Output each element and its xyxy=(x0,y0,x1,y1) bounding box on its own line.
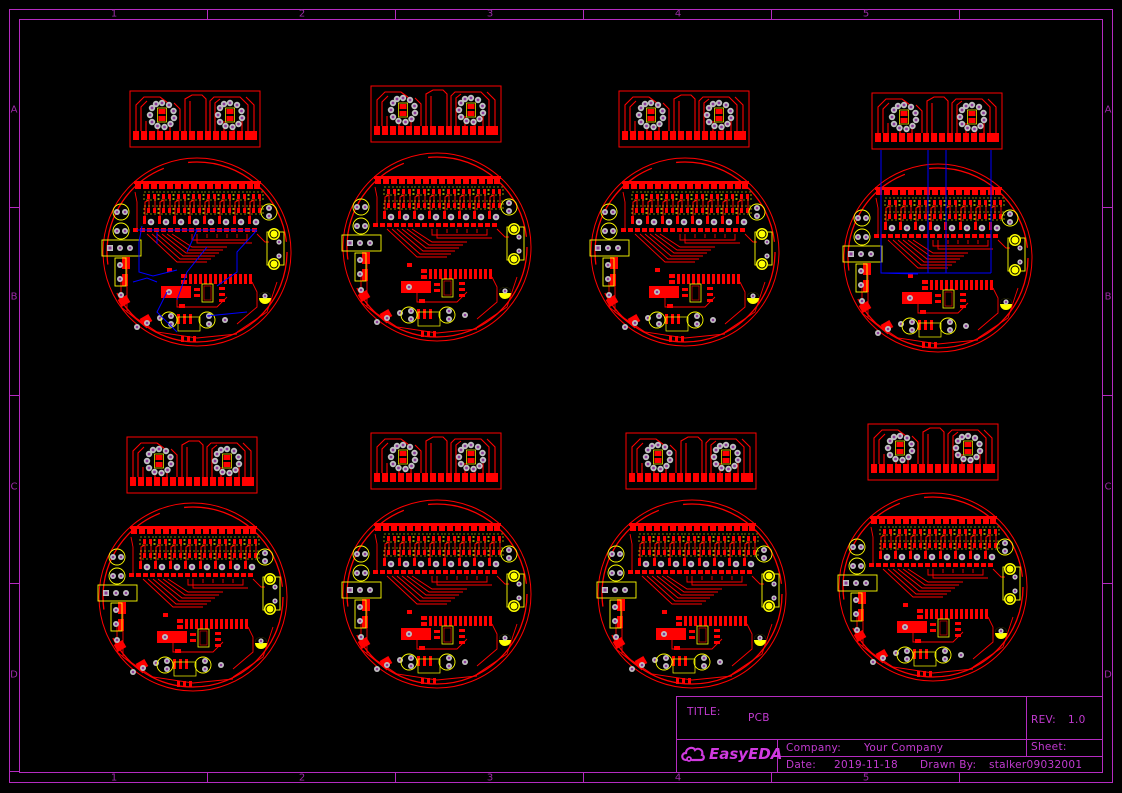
column-label-5: 5 xyxy=(862,8,870,20)
row-label-c-right: C xyxy=(1104,481,1112,493)
board-1[interactable] xyxy=(102,91,291,346)
row-label-b: B xyxy=(10,291,18,303)
column-label-1: 1 xyxy=(110,8,118,20)
rev-value: 1.0 xyxy=(1068,714,1086,726)
column-label-4: 4 xyxy=(674,8,682,20)
date-label: Date: xyxy=(786,759,817,771)
row-label-d-right: D xyxy=(1104,669,1112,681)
sheet-label: Sheet: xyxy=(1031,741,1067,753)
board-8[interactable] xyxy=(838,424,1027,681)
column-label-2-bottom: 2 xyxy=(298,772,306,784)
column-label-1-bottom: 1 xyxy=(110,772,118,784)
row-label-d: D xyxy=(10,669,18,681)
column-label-5-bottom: 5 xyxy=(862,772,870,784)
drawing-frame xyxy=(9,9,1113,783)
board-6[interactable] xyxy=(342,433,531,688)
company-value: Your Company xyxy=(864,742,944,754)
board-4[interactable] xyxy=(843,93,1032,352)
easyeda-logo: EasyEDA xyxy=(680,745,782,763)
column-label-2: 2 xyxy=(298,8,306,20)
column-label-4-bottom: 4 xyxy=(674,772,682,784)
title-value: PCB xyxy=(748,712,770,724)
row-label-a: A xyxy=(10,104,18,116)
logo-text: EasyEDA xyxy=(709,745,783,763)
company-label: Company: xyxy=(786,742,842,754)
row-label-b-right: B xyxy=(1104,291,1112,303)
cloud-icon xyxy=(681,746,705,762)
board-2[interactable] xyxy=(342,86,531,341)
board-5[interactable] xyxy=(98,437,287,691)
row-label-c: C xyxy=(10,481,18,493)
rev-label: REV: xyxy=(1031,714,1056,726)
date-value: 2019-11-18 xyxy=(834,759,899,771)
drawn-by-label: Drawn By: xyxy=(920,759,977,771)
column-label-3-bottom: 3 xyxy=(486,772,494,784)
board-7[interactable] xyxy=(597,433,786,688)
board-3[interactable] xyxy=(590,91,779,346)
title-label: TITLE: xyxy=(687,706,721,718)
drawn-by-value: stalker09032001 xyxy=(989,759,1083,771)
title-block xyxy=(676,696,1103,773)
row-label-a-right: A xyxy=(1104,104,1112,116)
column-label-3: 3 xyxy=(486,8,494,20)
